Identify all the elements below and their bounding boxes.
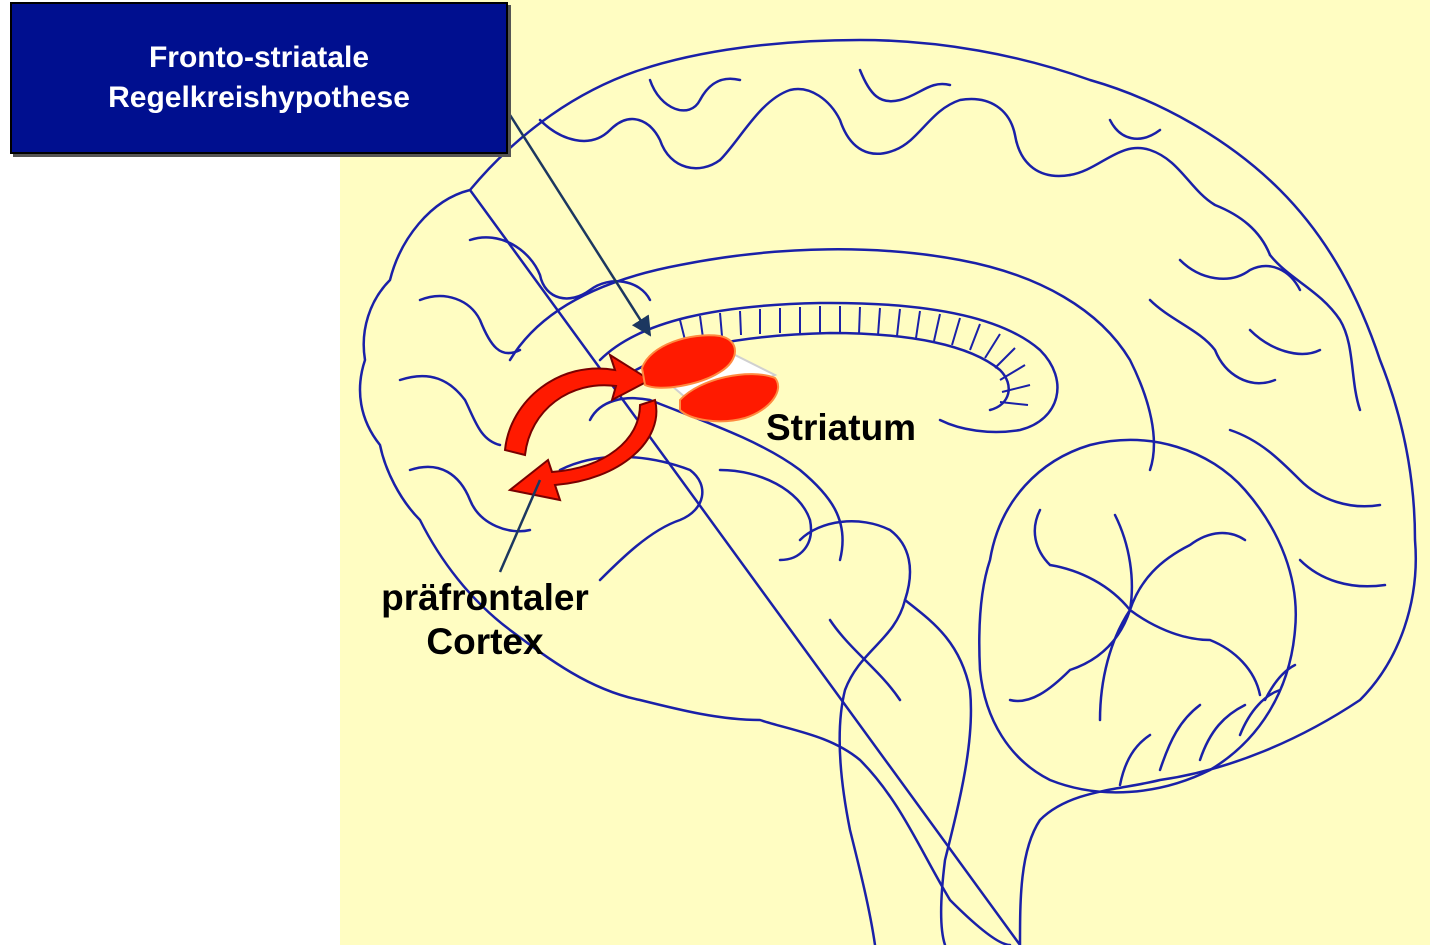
label-prefrontal-cortex: präfrontaler Cortex [360, 576, 610, 664]
title-line-1: Fronto-striatale [149, 38, 369, 78]
title-line-2: Regelkreishypothese [108, 78, 410, 118]
label-striatum: Striatum [766, 406, 916, 450]
label-pfc-line-1: präfrontaler [360, 576, 610, 620]
label-pfc-line-2: Cortex [360, 620, 610, 664]
title-box: Fronto-striatale Regelkreishypothese [10, 2, 508, 154]
